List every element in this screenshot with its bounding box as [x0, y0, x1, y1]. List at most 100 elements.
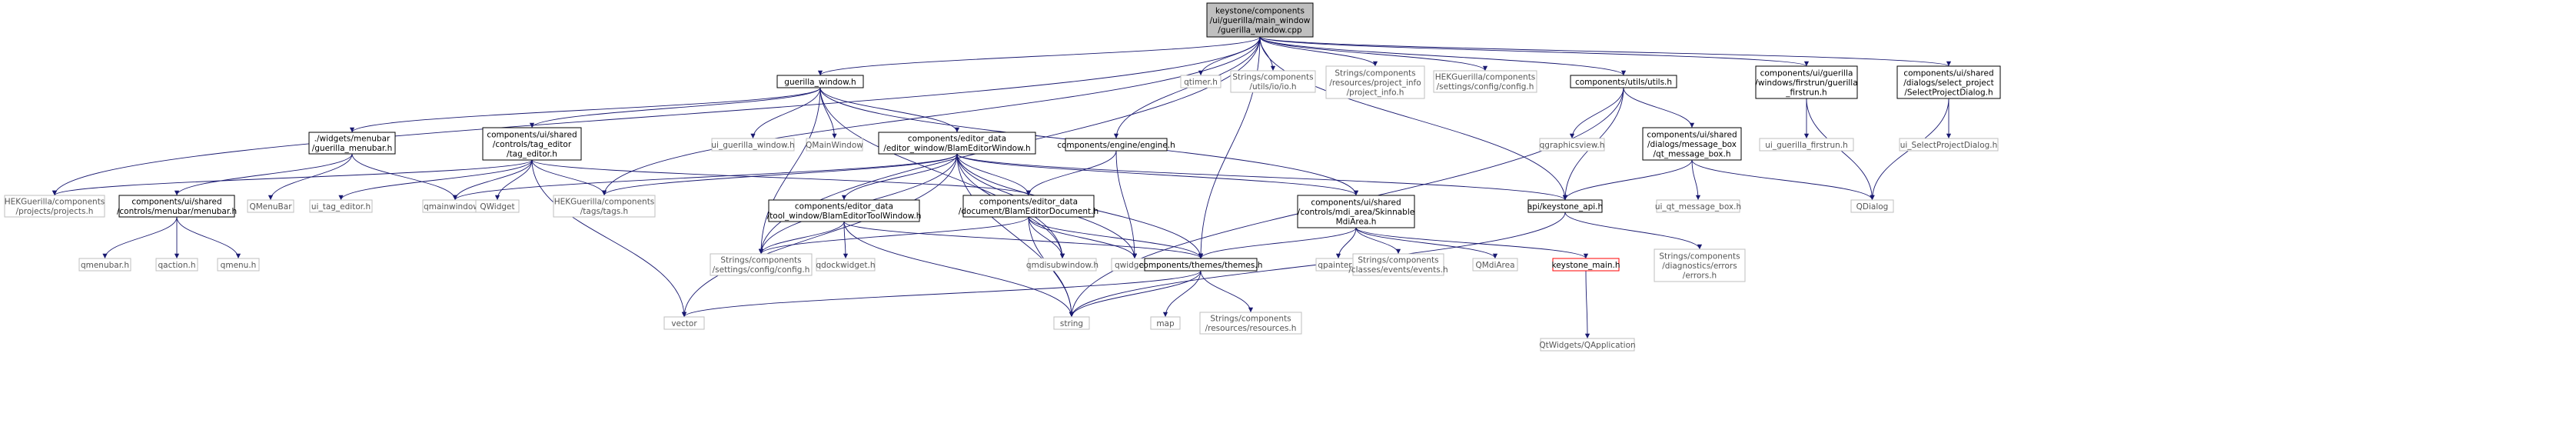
node-label-line: ./widgets/menubar [314, 135, 391, 144]
node-root[interactable]: keystone/components/ui/guerilla/main_win… [1206, 2, 1314, 38]
node-box [1199, 312, 1302, 335]
edge-menubar_c-to-qmenu [176, 216, 241, 259]
node-firstrun[interactable]: components/ui/guerilla/windows/firstrun/… [1755, 65, 1858, 99]
node-utils[interactable]: components/utils/utils.h [1570, 75, 1677, 88]
node-box [309, 199, 373, 213]
node-label-line: MdiArea.h [1336, 217, 1377, 226]
edge-keystone_main-to-qapplication [1584, 270, 1590, 339]
edge-guerilla_window-to-config_str [758, 87, 821, 255]
node-io: Strings/components/utils/io/io.h [1230, 70, 1316, 93]
node-label-line: Strings/components [1210, 315, 1291, 324]
node-tags: HEKGuerilla/components/tags/tags.h [553, 195, 656, 218]
node-label-line: qpainter.h [1318, 261, 1358, 270]
node-select-project[interactable]: components/ui/shared/dialogs/select_proj… [1896, 65, 2001, 99]
node-label-line: components/ui/shared [1903, 68, 1993, 78]
node-box [1654, 248, 1746, 282]
edge-guerilla_window-to-tag_editor [529, 87, 821, 128]
node-box [553, 195, 656, 218]
node-tag-editor[interactable]: components/ui/shared/controls/tag_editor… [482, 127, 582, 161]
edge-tag_editor-to-qwidget_c [494, 159, 533, 201]
node-label-line: ui_tag_editor.h [311, 202, 371, 212]
nodes-layer: keystone/components/ui/guerilla/main_win… [4, 2, 2001, 352]
edge-root-to-utils [1259, 36, 1627, 76]
node-label-line: components/engine/engine.h [1057, 141, 1175, 150]
edge-root-to-config_hek [1259, 36, 1488, 72]
edge-blam_editor_window-to-tool_window [841, 153, 958, 201]
node-box [1150, 316, 1181, 330]
edge-themes-to-map [1162, 270, 1202, 318]
node-label-line: _firstrun.h [1785, 88, 1826, 97]
node-box [878, 132, 1036, 155]
node-box [78, 258, 131, 272]
edge-tool_window-to-themes [843, 221, 1204, 259]
node-string: string [1053, 316, 1090, 330]
node-box [711, 138, 795, 152]
node-menubar-w[interactable]: ./widgets/menubar/guerilla_menubar.h [308, 132, 396, 155]
node-box [1297, 195, 1415, 228]
node-box [308, 132, 396, 155]
edge-tag_editor-to-projects [52, 159, 533, 196]
edge-utils-to-qgraphicsview [1569, 87, 1624, 139]
node-label-line: qaction.h [158, 261, 196, 270]
node-engine[interactable]: components/engine/engine.h [1057, 138, 1175, 152]
node-box [1642, 127, 1742, 161]
node-qdialog: QDialog [1850, 199, 1894, 213]
node-qmdisubwindow: qmdisubwindow.h [1026, 258, 1099, 272]
node-keystone-main[interactable]: keystone_main.h [1552, 258, 1620, 272]
node-label-line: /projects/projects.h [16, 207, 94, 216]
node-guerilla-window[interactable]: guerilla_window.h [776, 75, 864, 88]
node-label-line: /resources/resources.h [1205, 324, 1297, 333]
node-box [1759, 138, 1854, 152]
node-blam-doc[interactable]: components/editor_data/document/BlamEdit… [959, 195, 1099, 218]
node-box [1325, 65, 1425, 99]
node-label-line: guerilla_window.h [784, 78, 856, 87]
node-label-line: /classes/events/events.h [1348, 265, 1448, 275]
node-tool-window[interactable]: components/editor_data/tool_window/BlamE… [767, 199, 922, 222]
edge-menubar_w-to-menubar_c [174, 153, 353, 196]
node-box [1144, 258, 1258, 272]
node-label-line: components/ui/shared [1311, 198, 1401, 207]
node-label-line: /ui/guerilla/main_window [1210, 16, 1311, 25]
node-label-line: qmainwindow.h [424, 202, 487, 212]
node-label-line: string [1060, 319, 1083, 328]
node-box [1053, 316, 1090, 330]
node-label-line: Strings/components [1659, 252, 1740, 261]
edge-root-to-keystone_api [1259, 36, 1568, 201]
node-box [4, 195, 105, 218]
node-box [482, 127, 582, 161]
node-qmainwindow-c: QMainWindow [806, 138, 863, 152]
node-ui-firstrun: ui_guerilla_firstrun.h [1759, 138, 1854, 152]
node-label-line: HEKGuerilla/components [1435, 73, 1536, 82]
node-qaction: qaction.h [155, 258, 198, 272]
node-label-line: /settings/config/config.h [713, 265, 810, 275]
edge-engine-to-blam_doc [1025, 150, 1117, 196]
node-box [1540, 338, 1635, 352]
node-keystone-api[interactable]: api/keystone_api.h [1527, 199, 1603, 213]
edge-tag_editor-to-qmainwindow_h [452, 159, 533, 201]
node-box [1028, 258, 1097, 272]
node-label-line: qmenubar.h [81, 261, 129, 270]
node-mdi-area[interactable]: components/ui/shared/controls/mdi_area/S… [1297, 195, 1415, 228]
node-box [1896, 65, 2001, 99]
node-label-line: ui_qt_message_box.h [1655, 202, 1741, 212]
node-label-line: HEKGuerilla/components [554, 198, 655, 207]
node-label-line: components/themes/themes.h [1139, 261, 1263, 270]
edge-engine-to-qwidget_h [1115, 150, 1138, 259]
edge-blam_doc-to-qwidget_h [1028, 216, 1138, 259]
node-box [1352, 253, 1444, 276]
node-label-line: qgraphicsview.h [1540, 141, 1605, 150]
node-box [1472, 258, 1518, 272]
node-box [776, 75, 864, 88]
node-box [1755, 65, 1858, 99]
node-blam-editor-window[interactable]: components/editor_data/editor_window/Bla… [878, 132, 1036, 155]
edge-mdi_area-to-qpainter [1335, 227, 1357, 259]
node-themes[interactable]: components/themes/themes.h [1139, 258, 1263, 272]
node-label-line: /diagnostics/errors [1662, 262, 1737, 271]
node-message-box[interactable]: components/ui/shared/dialogs/message_box… [1642, 127, 1742, 161]
node-label-line: QWidget [480, 202, 514, 212]
node-box [1539, 138, 1605, 152]
node-menubar-c[interactable]: components/ui/shared/controls/menubar/me… [117, 195, 237, 218]
node-label-line: keystone_main.h [1552, 261, 1620, 270]
node-box [816, 258, 876, 272]
edge-message_box-to-keystone_api [1562, 159, 1693, 201]
